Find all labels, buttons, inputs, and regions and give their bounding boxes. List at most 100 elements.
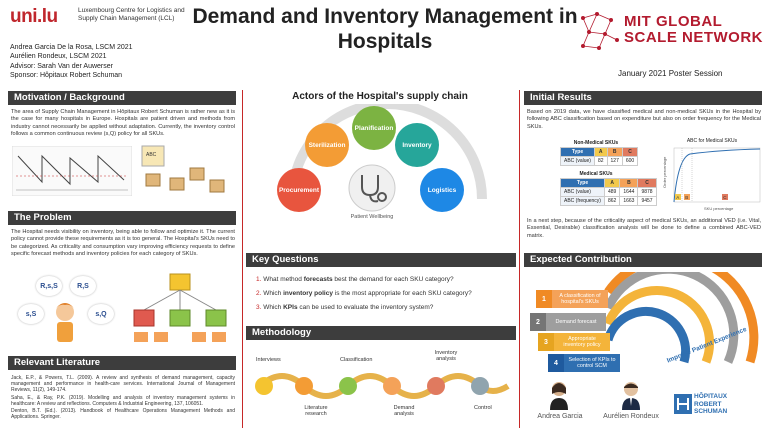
column-divider: [242, 90, 243, 428]
avatar-aurelien: [622, 382, 640, 410]
zone-label-a: A: [676, 195, 679, 200]
table-header: B: [619, 178, 639, 188]
contribution-number: 2: [530, 313, 546, 331]
table2-title: Medical SKUs: [579, 171, 613, 177]
advisor-line: Advisor: Sarah Van der Auwerser: [10, 62, 113, 70]
table-cell: 489: [603, 187, 621, 197]
hrs-logo-line: SCHUMAN: [694, 408, 728, 415]
table-header: B: [606, 147, 623, 157]
question-keyword: forecasts: [303, 276, 333, 283]
table-header: Type: [560, 147, 595, 157]
step-demand-analysis: Demand analysis: [393, 405, 415, 417]
contribution-label: Selection of KPIs to control SCM: [564, 354, 620, 372]
results-text: Based on 2019 data, we have classified m…: [527, 109, 761, 130]
reference-item: Denton, B.T. (Ed.). (2013). Handbook of …: [11, 408, 235, 421]
table-cell: ABC (value): [560, 187, 605, 197]
problem-text: The Hospital needs visibility on invento…: [11, 229, 235, 257]
actor-sterilization: Sterilization: [305, 123, 349, 167]
person-name: Andrea Garcia: [537, 413, 583, 420]
results-text2: In a next step, because of the criticali…: [527, 218, 761, 239]
contribution-label: A classification of hospital's SKUs: [552, 290, 608, 308]
question-keyword: inventory policy: [283, 290, 333, 297]
lcl-name: Luxembourg Centre for Logistics and Supp…: [78, 7, 185, 22]
methodology-heading: Methodology: [246, 326, 516, 340]
table-header: A: [603, 178, 621, 188]
literature-list: Jack, E.P., & Powers, T.L. (2009). A rev…: [11, 375, 235, 420]
step-classification: Classification: [340, 357, 373, 363]
column-divider: [519, 90, 520, 428]
actor-inventory: Inventory: [395, 123, 439, 167]
motivation-text: The area of Supply Chain Management in H…: [11, 109, 235, 137]
contribution-item: 3 Appropriate inventory policy: [538, 333, 610, 351]
author-line: Andrea Garcia De la Rosa, LSCM 2021: [10, 44, 133, 51]
table-header: C: [637, 178, 657, 188]
chart-x-label: SKU percentage: [704, 206, 734, 211]
table-cell: 600: [621, 156, 639, 166]
hrs-logo-text: HÔPITAUX ROBERT SCHUMAN: [694, 393, 727, 416]
question-post: best the demand for each SKU category?: [332, 276, 454, 283]
question-number: 2.: [256, 290, 262, 297]
table-cell: 127: [606, 156, 623, 166]
question-number: 1.: [256, 276, 262, 283]
mit-logo-text: MIT GLOBAL SCALE NETWORK: [624, 14, 763, 46]
session-label: January 2021 Poster Session: [618, 69, 723, 78]
table-cell: 862: [603, 196, 621, 206]
actor-procurement: Procurement: [277, 168, 321, 212]
unilu-logo: uni.lu: [10, 6, 58, 27]
question-pre: Which: [263, 304, 284, 311]
step-inventory-analysis: Inventory analysis: [434, 350, 458, 362]
inventory-sawtooth-chart: [12, 146, 132, 196]
patient-wellbeing-label: Patient Wellbeing: [350, 214, 394, 220]
thinking-person-icon: [56, 303, 74, 342]
stethoscope-icon: [348, 164, 396, 212]
contribution-item: 1 A classification of hospital's SKUs: [536, 290, 608, 308]
actor-logistics: Logistics: [420, 168, 464, 212]
literature-heading: Relevant Literature: [8, 356, 236, 370]
policy-bubble: R,S: [70, 276, 96, 296]
contribution-number: 1: [536, 290, 552, 308]
actors-heading: Actors of the Hospital's supply chain: [292, 91, 468, 102]
question-post: is the most appropriate for each SKU cat…: [332, 290, 472, 297]
question-number: 3.: [256, 304, 262, 311]
table-cell: 1663: [619, 196, 639, 206]
actor-planification: Planification: [352, 106, 396, 150]
table-cell: 9457: [637, 196, 657, 206]
methodology-flow: [255, 373, 510, 399]
reference-item: Jack, E.P., & Powers, T.L. (2009). A rev…: [11, 375, 235, 394]
mit-line2: SCALE NETWORK: [624, 29, 763, 46]
problem-heading: The Problem: [8, 211, 236, 225]
motivation-heading: Motivation / Background: [8, 91, 236, 105]
question-item: 1. What method forecasts best the demand…: [256, 276, 514, 284]
contribution-heading: Expected Contribution: [524, 253, 762, 267]
question-keyword: KPIs: [283, 304, 298, 311]
questions-heading: Key Questions: [246, 253, 516, 267]
question-item: 2. Which inventory policy is the most ap…: [256, 290, 514, 298]
hrs-logo-icon: [674, 394, 692, 414]
poster-title: Demand and Inventory Management in Hospi…: [192, 5, 578, 53]
table-cell: ABC (frequency): [560, 196, 605, 206]
contribution-number: 4: [548, 354, 564, 372]
contribution-label: Appropriate inventory policy: [554, 333, 610, 351]
table-header: A: [593, 147, 608, 157]
step-control: Control: [474, 405, 492, 411]
policy-bubble: s,Q: [88, 304, 114, 324]
step-interviews: Interviews: [256, 357, 281, 363]
contribution-item: 2 Demand forecast: [530, 313, 606, 331]
person-name: Aurélien Rondeux: [603, 413, 659, 420]
policy-bubble: R,s,S: [36, 276, 62, 296]
step-literature: Literature research: [304, 405, 328, 417]
abc-chart-title: ABC for Medical SKUs: [686, 138, 738, 144]
svg-text:ABC: ABC: [146, 152, 157, 158]
mit-line1: MIT GLOBAL: [624, 13, 723, 30]
results-heading: Initial Results: [524, 91, 762, 105]
question-pre: Which: [263, 290, 284, 297]
reference-item: Saha, E., & Ray, P.K. (2019). Modelling …: [11, 394, 235, 407]
zone-label-b: B: [685, 195, 688, 200]
table1-title: Non-Medical SKUs: [573, 140, 619, 146]
question-post: can be used to evaluate the inventory sy…: [297, 304, 434, 311]
